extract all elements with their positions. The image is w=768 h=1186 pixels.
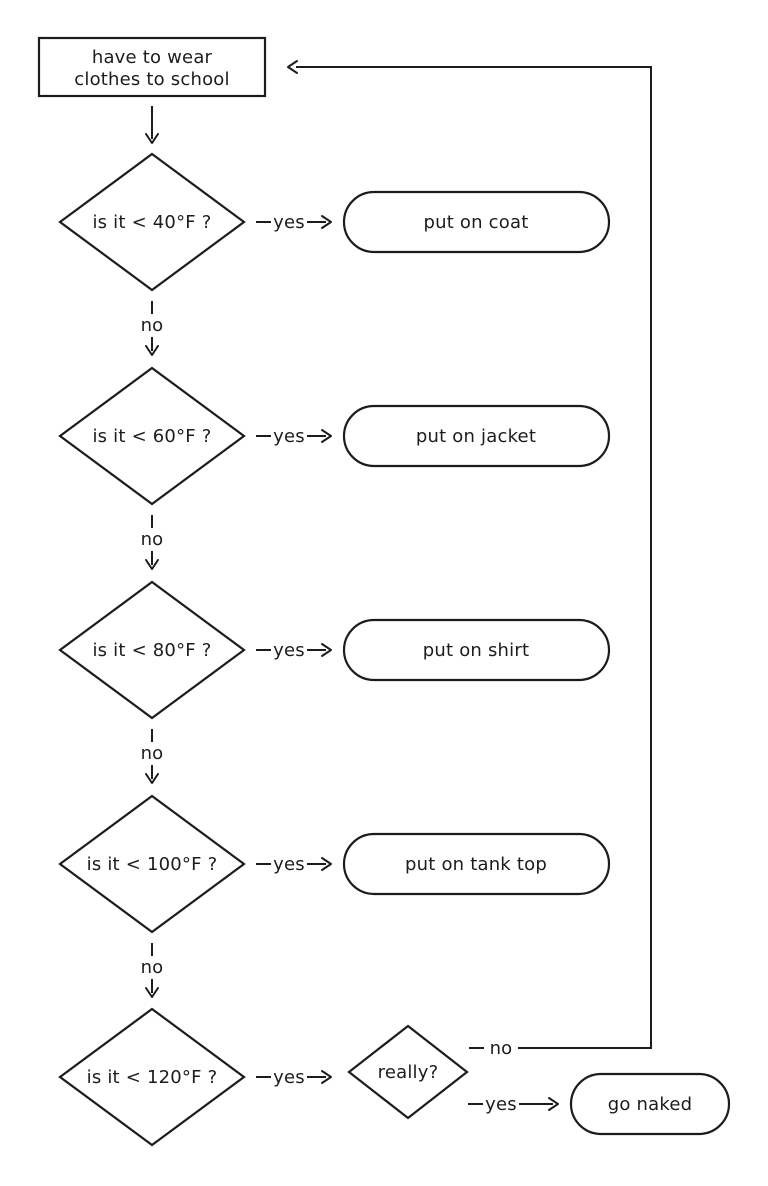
start-node-label-line2: clothes to school	[74, 69, 229, 90]
confirm-label-really: really?	[378, 1062, 439, 1083]
decision-label-40f: is it < 40°F ?	[92, 212, 211, 233]
arrow-right-icon	[321, 857, 332, 871]
decision-node-120f	[58, 1007, 246, 1147]
terminal-label-shirt: put on shirt	[423, 640, 529, 661]
arrow-right-icon	[321, 1070, 332, 1084]
yes-label-3: yes	[273, 640, 305, 661]
no-label-2: no	[141, 529, 164, 550]
decision-label-80f: is it < 80°F ?	[92, 640, 211, 661]
confirm-yes-label: yes	[485, 1094, 517, 1115]
decision-node-80f	[58, 580, 246, 720]
no-label-1: no	[141, 315, 164, 336]
arrow-down-icon	[145, 133, 159, 144]
edge-loop-back	[296, 66, 652, 1049]
yes-label-5: yes	[273, 1067, 305, 1088]
no-label-3: no	[141, 743, 164, 764]
arrow-right-icon	[321, 429, 332, 443]
arrow-down-icon	[145, 345, 159, 356]
arrow-down-icon	[145, 559, 159, 570]
terminal-node-coat	[342, 190, 611, 254]
yes-label-1: yes	[273, 212, 305, 233]
yes-label-4: yes	[273, 854, 305, 875]
terminal-node-tank-top	[342, 832, 611, 896]
arrow-right-icon	[321, 215, 332, 229]
terminal-node-go-naked	[569, 1072, 731, 1136]
terminal-node-jacket	[342, 404, 611, 468]
confirm-no-label: no	[490, 1038, 513, 1059]
arrow-down-icon	[145, 987, 159, 998]
terminal-node-shirt	[342, 618, 611, 682]
arrow-right-icon	[548, 1097, 559, 1111]
edges	[145, 60, 652, 1111]
decision-node-40f	[58, 152, 246, 292]
decision-node-60f	[58, 366, 246, 506]
decision-label-60f: is it < 60°F ?	[92, 426, 211, 447]
start-node-label-line1: have to wear	[92, 47, 213, 68]
nodes: have to wear clothes to school is it < 4…	[37, 36, 731, 1147]
terminal-label-tank-top: put on tank top	[405, 854, 547, 875]
decision-node-100f	[58, 794, 246, 934]
decision-label-100f: is it < 100°F ?	[87, 854, 218, 875]
arrow-down-icon	[145, 773, 159, 784]
terminal-label-coat: put on coat	[424, 212, 529, 233]
arrow-left-icon	[287, 60, 298, 74]
decision-label-120f: is it < 120°F ?	[87, 1067, 218, 1088]
arrow-right-icon	[321, 643, 332, 657]
yes-label-2: yes	[273, 426, 305, 447]
start-node	[37, 36, 267, 98]
terminal-label-jacket: put on jacket	[416, 426, 536, 447]
terminal-label-go-naked: go naked	[608, 1094, 692, 1115]
no-label-4: no	[141, 957, 164, 978]
confirm-node-really	[347, 1024, 469, 1120]
